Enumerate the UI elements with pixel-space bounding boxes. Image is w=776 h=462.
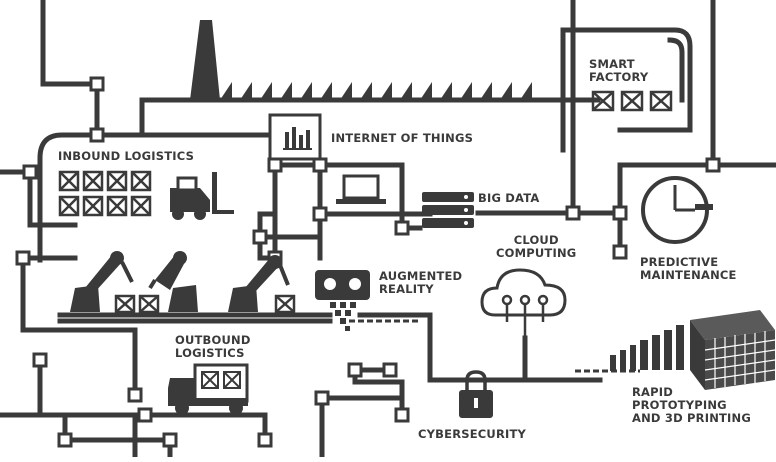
smart-factory-label: SMART FACTORY: [589, 57, 649, 84]
robot-arms: [70, 251, 290, 312]
cloud-computing-label: CLOUD COMPUTING: [496, 233, 577, 260]
laptop-icon: [336, 174, 386, 204]
padlock-icon: [459, 370, 493, 418]
server-icon: [422, 192, 474, 228]
truck-icon: [168, 363, 249, 415]
dashed-lines: [340, 319, 640, 373]
cybersecurity-label: CYBERSECURITY: [418, 427, 527, 441]
iot-chart-icon: [268, 113, 322, 161]
inbound-logistics-label: INBOUND LOGISTICS: [58, 149, 195, 163]
ar-headset-icon: [315, 270, 370, 331]
augmented-reality-label: AUGMENTED REALITY: [379, 269, 463, 296]
internet-of-things-label: INTERNET OF THINGS: [331, 131, 474, 145]
forklift-icon: [170, 172, 234, 220]
junction-nodes: [15, 76, 721, 448]
conveyor-crates: [114, 294, 296, 314]
cloud-icon: [480, 268, 567, 338]
smart-factory-crates: [591, 90, 673, 112]
3d-printing-block-icon: [610, 310, 776, 390]
big-data-label: BIG DATA: [478, 191, 540, 205]
predictive-maintenance-label: PREDICTIVE MAINTENANCE: [640, 255, 737, 282]
inbound-crates: [58, 170, 152, 217]
factory-icon: [190, 20, 532, 100]
outbound-logistics-label: OUTBOUND LOGISTICS: [175, 333, 251, 360]
rapid-prototyping-label: RAPID PROTOTYPING AND 3D PRINTING: [632, 385, 751, 425]
clock-icon: [641, 176, 713, 244]
